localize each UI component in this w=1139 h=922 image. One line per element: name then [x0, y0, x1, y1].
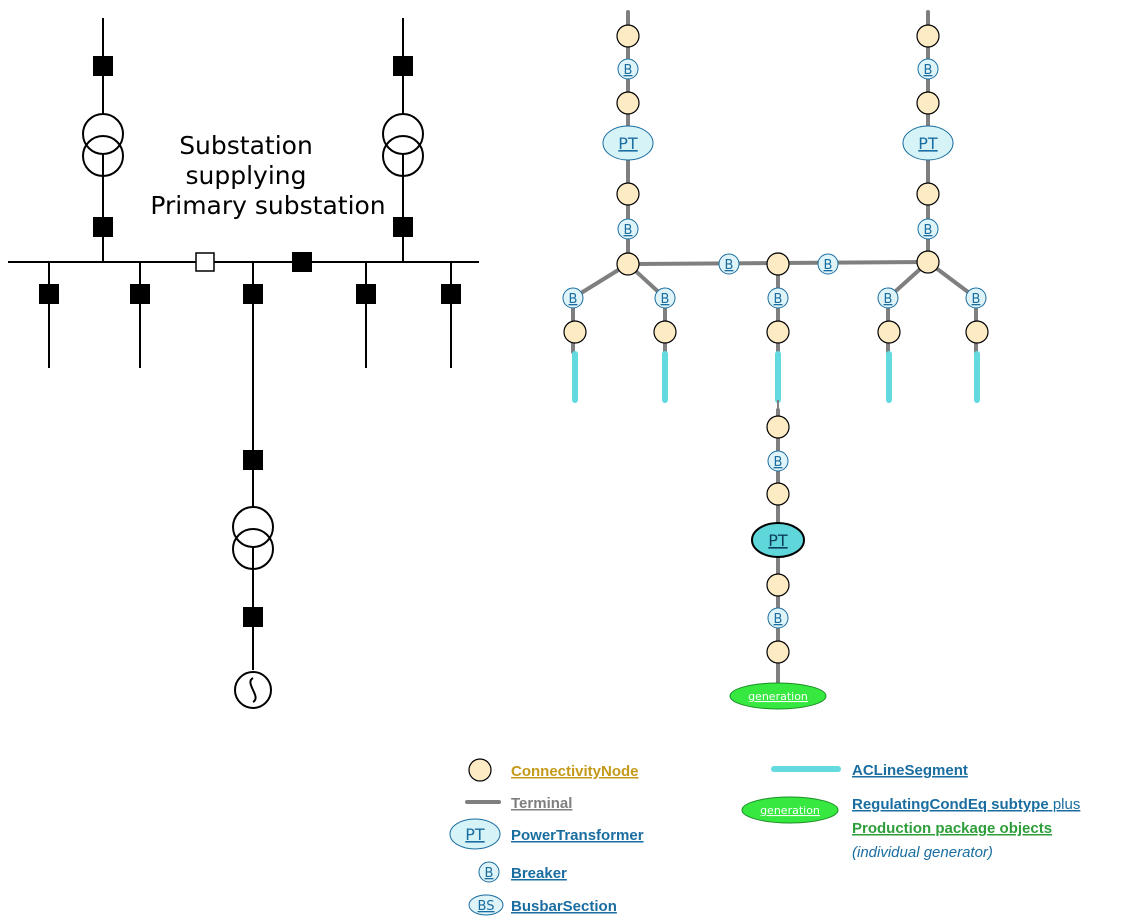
- connectivity-node: [766, 482, 790, 506]
- breaker-closed-symbol: [39, 284, 59, 304]
- breaker-closed-symbol: [243, 284, 263, 304]
- breaker-closed-symbol: [393, 56, 413, 76]
- connectivity-node: [616, 182, 640, 206]
- breaker-closed-symbol: [243, 607, 263, 627]
- transformer-winding-symbol: [232, 506, 274, 548]
- breaker-symbol: [965, 287, 987, 309]
- breaker-symbol: [654, 287, 676, 309]
- legend-breaker-symbol-label: B: [485, 866, 494, 881]
- breaker-label: B: [774, 612, 783, 627]
- title-line-3: Primary substation: [150, 191, 385, 220]
- breaker-symbol: [617, 58, 639, 80]
- power-transformer-label: PT: [768, 531, 788, 550]
- transformer-winding-symbol: [82, 135, 124, 177]
- breaker-closed-symbol: [356, 284, 376, 304]
- breaker-label: B: [661, 292, 670, 307]
- breaker-closed-symbol: [93, 217, 113, 237]
- breaker-closed-symbol: [292, 252, 312, 272]
- connectivity-node: [563, 320, 587, 344]
- legend-busbar-section-symbol: [468, 894, 504, 916]
- legend-breaker-symbol: [478, 861, 500, 883]
- breaker-label: B: [884, 292, 893, 307]
- breaker-label: B: [624, 63, 633, 78]
- legend-connectivity-node-symbol: [468, 758, 492, 782]
- breaker-symbol: [767, 607, 789, 629]
- breaker-closed-symbol: [93, 56, 113, 76]
- breaker-label: B: [924, 63, 933, 78]
- legend-regulating-cond-eq-label: RegulatingCondEq subtype plus: [852, 796, 1080, 813]
- legend-terminal-label: Terminal: [511, 795, 572, 812]
- generation-label: generation: [748, 690, 808, 703]
- breaker-symbol: [917, 58, 939, 80]
- generation-symbol: [729, 682, 827, 710]
- breaker-closed-symbol: [243, 450, 263, 470]
- connectivity-node: [766, 573, 790, 597]
- connectivity-node: [616, 91, 640, 115]
- legend-busbar-section-label: BusbarSection: [511, 898, 617, 915]
- connectivity-node: [766, 640, 790, 664]
- title-line-2: supplying: [185, 161, 306, 190]
- connectivity-node: [616, 252, 640, 276]
- transformer-winding-symbol: [382, 135, 424, 177]
- power-transformer-symbol-dark: [751, 522, 805, 558]
- legend-plus-text: plus: [1049, 796, 1081, 813]
- connectivity-node: [766, 415, 790, 439]
- breaker-open-symbol: [195, 252, 215, 272]
- breaker-label: B: [924, 223, 933, 238]
- power-transformer-symbol: [602, 125, 654, 161]
- breaker-symbol: [617, 218, 639, 240]
- breaker-label: B: [824, 258, 833, 273]
- breaker-symbol: [718, 253, 740, 275]
- connectivity-node: [965, 320, 989, 344]
- legend-generation-symbol: [741, 796, 839, 824]
- breaker-symbol: [767, 287, 789, 309]
- breaker-label: B: [774, 455, 783, 470]
- legend-breaker-label: Breaker: [511, 865, 567, 882]
- breaker-label: B: [774, 292, 783, 307]
- breaker-label: B: [569, 292, 578, 307]
- breaker-closed-symbol: [130, 284, 150, 304]
- breaker-symbol: [877, 287, 899, 309]
- legend-acline-label: ACLineSegment: [852, 762, 968, 779]
- breaker-closed-symbol: [441, 284, 461, 304]
- connectivity-node: [916, 250, 940, 274]
- power-transformer-label: PT: [618, 134, 638, 153]
- breakers-group: B B B B B B B B B B B B B: [562, 58, 987, 629]
- power-transformer-label: PT: [918, 134, 938, 153]
- cim-model-diagram: B B B B B B B B B B B B B: [562, 10, 989, 710]
- transformer-winding-symbol: [382, 113, 424, 155]
- breaker-label: B: [725, 258, 734, 273]
- breaker-closed-symbol: [393, 217, 413, 237]
- transformer-winding-symbol: [82, 113, 124, 155]
- sine-wave-icon: [249, 677, 257, 703]
- connectivity-node: [916, 91, 940, 115]
- connectivity-node: [877, 320, 901, 344]
- power-transformer-symbol: [902, 125, 954, 161]
- legend-individual-generator-label: (individual generator): [852, 844, 993, 861]
- transformer-winding-symbol: [232, 528, 274, 570]
- legend-power-transformer-symbol: [449, 818, 501, 850]
- breaker-symbol: [767, 450, 789, 472]
- legend-connectivity-node-label: ConnectivityNode: [511, 763, 639, 780]
- connectivity-node: [616, 24, 640, 48]
- legend-production-package-label: Production package objects: [852, 820, 1052, 837]
- connectivity-node: [916, 24, 940, 48]
- connectivity-node: [916, 182, 940, 206]
- title-line-1: Substation: [179, 131, 313, 160]
- connectivity-node: [766, 252, 790, 276]
- legend: ConnectivityNode Terminal PT PowerTransf…: [449, 758, 1080, 916]
- legend-pt-symbol-label: PT: [465, 825, 485, 844]
- connectivity-node: [653, 320, 677, 344]
- connectivity-node: [766, 320, 790, 344]
- breaker-label: B: [972, 292, 981, 307]
- breaker-symbol: [562, 287, 584, 309]
- legend-generation-symbol-label: generation: [760, 804, 820, 817]
- legend-busbar-symbol-label: BS: [478, 899, 495, 914]
- legend-power-transformer-label: PowerTransformer: [511, 827, 644, 844]
- breaker-symbol: [817, 253, 839, 275]
- breaker-label: B: [624, 223, 633, 238]
- breaker-symbol: [917, 218, 939, 240]
- single-line-diagram: Substation supplying Primary substation: [8, 18, 479, 709]
